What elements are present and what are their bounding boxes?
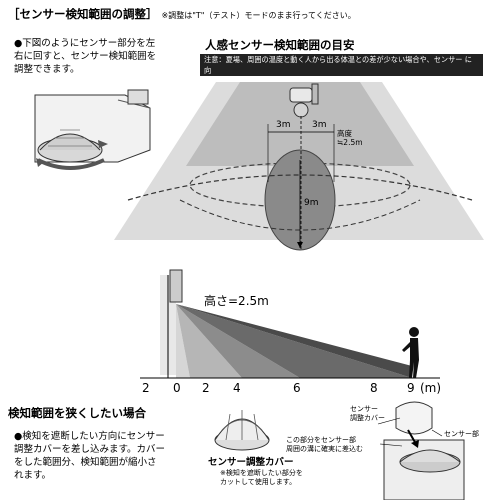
side-height-label: 高さ=2.5m — [204, 294, 269, 308]
sensor-part-label: センサー部 — [444, 430, 479, 438]
axis-tick: 8 — [370, 381, 378, 395]
fixture-illustration — [34, 89, 151, 170]
step1-instruction: ●下図のようにセンサー部分を左 右に回すと、センサー検知範囲を 調整できます。 — [14, 38, 157, 75]
narrow-range-heading: 検知範囲を狭くしたい場合 — [8, 406, 146, 420]
cover-note: ※検知を遮断したい部分を カットして使用します。 — [220, 469, 303, 486]
section-title: ［センサー検知範囲の調整］※調整は"T"（テスト）モードのまま行ってください。 — [8, 6, 356, 22]
sensor-cover-illustration — [214, 410, 270, 451]
title-note: ※調整は"T"（テスト）モードのまま行ってください。 — [161, 11, 356, 20]
top-view-heading: 人感センサー検知範囲の目安 — [205, 38, 355, 52]
axis-tick: 2 — [142, 381, 150, 395]
cover-part-label: センサー 調整カバー — [350, 405, 385, 422]
fixture-with-cover — [377, 401, 465, 500]
axis-tick: 6 — [293, 381, 301, 395]
side-view-diagram — [140, 269, 440, 379]
axis-tick: 0 — [173, 381, 181, 395]
caution-box: 注意：夏場、周囲の温度と動く人から出る体温との差が少ない場合や、センサー に向 … — [200, 54, 483, 85]
axis-tick: 4 — [233, 381, 241, 395]
dim-left-label: 3m — [276, 120, 291, 130]
axis-unit: (m) — [420, 381, 442, 395]
axis-tick: 9 — [407, 381, 415, 395]
title-text: ［センサー検知範囲の調整］ — [8, 7, 158, 21]
narrow-instruction: ●検知を遮断したい方向にセンサー 調整カバーを差し込みます。カバー をした範囲分… — [14, 431, 166, 481]
axis-tick: 2 — [202, 381, 210, 395]
distance-axis: 2 0 2 4 6 8 9 (m) — [0, 381, 490, 397]
dim-right-label: 3m — [312, 120, 327, 130]
person-silhouette — [402, 327, 419, 378]
top-view-diagram — [114, 82, 484, 251]
insert-instruction-label: この部分をセンサー部 周囲の溝に確実に差込む — [286, 436, 363, 453]
height-approx-label: 高度 ≒2.5m — [337, 129, 363, 147]
cover-label: センサー調整カバー — [208, 457, 294, 468]
range-label: 9m — [304, 198, 319, 208]
